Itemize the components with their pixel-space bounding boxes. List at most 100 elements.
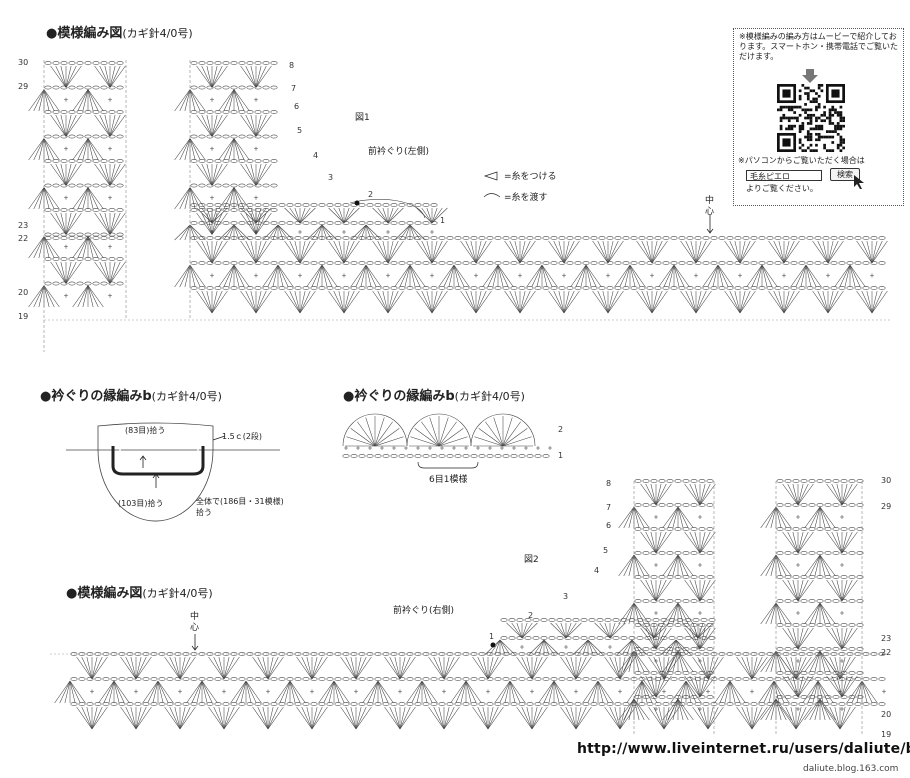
double-crochet — [233, 138, 250, 161]
chain-stitch — [422, 236, 430, 240]
chain-stitch — [832, 623, 840, 627]
chain-stitch — [358, 702, 366, 706]
chain-stitch — [108, 236, 116, 240]
double-crochet — [255, 207, 267, 224]
chain-stitch — [750, 702, 758, 706]
double-crochet — [663, 706, 680, 730]
qr-module — [787, 127, 791, 131]
single-crochet — [210, 146, 214, 151]
chain-stitch — [782, 261, 790, 265]
double-crochet — [65, 261, 77, 284]
qr-module — [839, 138, 843, 142]
chain-stitch — [358, 261, 366, 265]
double-crochet — [751, 706, 758, 730]
chain-stitch — [666, 551, 674, 555]
double-crochet — [465, 290, 477, 314]
qr-code-icon[interactable] — [777, 84, 845, 152]
double-crochet — [323, 680, 335, 704]
double-crochet — [399, 706, 416, 730]
double-crochet — [113, 680, 120, 704]
single-crochet — [662, 689, 666, 694]
chain-stitch — [792, 695, 800, 699]
chain-stitch — [758, 261, 766, 265]
search-field[interactable]: 毛糸ピエロ — [746, 170, 822, 181]
chain-stitch — [406, 702, 414, 706]
chain-stitch — [682, 503, 690, 507]
double-crochet — [33, 138, 45, 161]
blog-url[interactable]: http://www.liveinternet.ru/users/daliute… — [577, 741, 910, 757]
chain-stitch — [270, 159, 278, 163]
double-crochet — [55, 261, 67, 284]
double-crochet — [299, 290, 306, 314]
double-crochet — [675, 639, 687, 656]
qr-module — [836, 127, 840, 131]
double-crochet — [487, 706, 499, 730]
search-button[interactable]: 検索 — [830, 168, 860, 181]
double-crochet — [797, 675, 814, 698]
chain-stitch — [832, 527, 840, 531]
chain-stitch — [638, 261, 646, 265]
chain-stitch — [638, 286, 646, 290]
chain-stitch — [654, 677, 662, 681]
chain-stitch — [262, 159, 270, 163]
chain-stitch — [158, 702, 166, 706]
single-crochet — [618, 689, 622, 694]
chain-stitch — [646, 677, 654, 681]
chain-stitch — [830, 702, 838, 706]
double-crochet — [690, 240, 697, 264]
fan-arc — [342, 413, 408, 447]
double-crochet — [245, 680, 252, 704]
chain-stitch — [500, 618, 508, 622]
chain-stitch — [262, 286, 270, 290]
double-crochet — [120, 656, 137, 680]
chain-stitch — [198, 677, 206, 681]
double-crochet — [861, 680, 868, 704]
chain-stitch — [350, 221, 358, 225]
double-crochet — [201, 207, 213, 224]
chain-stitch — [854, 286, 862, 290]
double-crochet — [714, 680, 731, 704]
double-crochet — [109, 163, 121, 186]
double-crochet — [377, 290, 389, 314]
double-crochet — [684, 579, 701, 602]
chain-stitch — [590, 702, 598, 706]
chart1-row-22: 22 — [18, 234, 29, 243]
double-crochet — [667, 650, 679, 673]
single-crochet — [796, 611, 800, 615]
chain-stitch — [558, 261, 566, 265]
double-crochet — [673, 264, 685, 288]
qr-module — [817, 127, 821, 131]
single-crochet — [474, 273, 478, 278]
chain-stitch — [590, 261, 598, 265]
double-crochet — [563, 240, 575, 264]
double-crochet — [773, 680, 790, 704]
double-crochet — [475, 290, 487, 314]
double-crochet — [174, 656, 181, 680]
double-crochet — [294, 240, 301, 264]
double-crochet — [493, 417, 504, 447]
qr-module — [839, 124, 843, 128]
chain-stitch — [838, 286, 846, 290]
double-crochet — [255, 65, 272, 88]
chain-stitch — [666, 623, 674, 627]
double-crochet — [699, 483, 716, 506]
double-crochet — [91, 656, 108, 680]
double-crochet — [360, 264, 367, 288]
double-crochet — [98, 680, 115, 704]
double-crochet — [87, 89, 99, 112]
chain-stitch — [230, 221, 238, 225]
pick-103-label: (103目)拾う — [118, 499, 164, 508]
double-crochet — [746, 706, 753, 730]
chain-stitch — [606, 261, 614, 265]
double-crochet — [765, 554, 777, 577]
chain-stitch — [262, 110, 270, 114]
double-crochet — [189, 138, 206, 161]
double-crochet — [43, 285, 50, 308]
double-crochet — [685, 680, 692, 704]
chain-stitch — [334, 221, 342, 225]
chain-stitch — [806, 261, 814, 265]
double-crochet — [770, 698, 777, 721]
chain-stitch — [558, 286, 566, 290]
double-crochet — [553, 680, 560, 704]
chain-stitch — [52, 61, 60, 65]
